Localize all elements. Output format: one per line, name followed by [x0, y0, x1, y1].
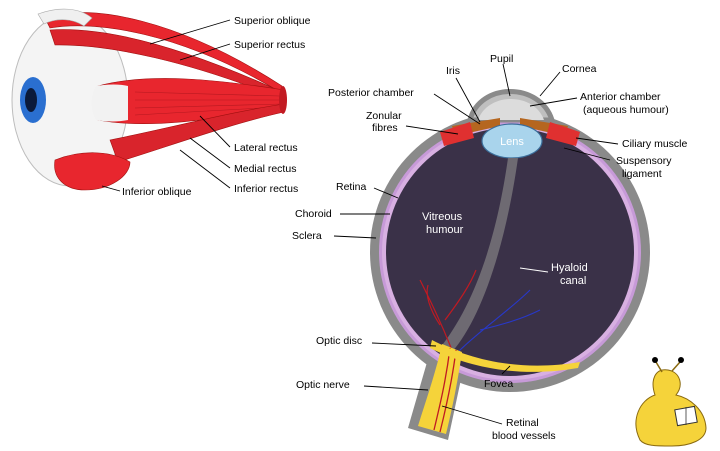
label-anterior-chamber-1: Anterior chamber — [580, 91, 661, 103]
label-suspensory-1: Suspensory — [616, 155, 672, 167]
label-retina: Retina — [336, 181, 367, 193]
label-retinal-2: blood vessels — [492, 430, 556, 442]
label-retinal-1: Retinal — [506, 417, 539, 429]
label-fovea: Fovea — [484, 378, 513, 390]
eye-cross-section: Lens Iris Pupil Cornea Posterior chambe — [292, 53, 688, 442]
mascot-eyestalk-right — [672, 362, 680, 371]
label-pupil: Pupil — [490, 53, 513, 65]
label-hyaloid-2: canal — [560, 275, 586, 287]
label-medial-rectus: Medial rectus — [234, 163, 296, 175]
eyeball-muscles-illustration: Superior oblique Superior rectus Lateral… — [12, 9, 311, 198]
label-lateral-rectus: Lateral rectus — [234, 142, 298, 154]
label-cornea: Cornea — [562, 63, 597, 75]
label-zonular-1: Zonular — [366, 110, 402, 122]
label-sclera: Sclera — [292, 230, 322, 242]
inferior-oblique-muscle — [55, 153, 130, 190]
label-anterior-chamber-2: (aqueous humour) — [583, 104, 669, 116]
mascot-body — [636, 370, 706, 446]
label-zonular-2: fibres — [372, 122, 398, 134]
label-hyaloid-1: Hyaloid — [551, 262, 588, 274]
label-choroid: Choroid — [295, 208, 332, 220]
label-inferior-rectus: Inferior rectus — [234, 183, 298, 195]
mascot-eye-right — [678, 357, 684, 363]
lateral-rectus-tendon — [92, 85, 129, 122]
label-ciliary-muscle: Ciliary muscle — [622, 138, 688, 150]
leader-optic-nerve — [364, 386, 428, 390]
label-vitreous-1: Vitreous — [422, 211, 463, 223]
reading-mascot-illustration — [636, 357, 706, 446]
label-iris: Iris — [446, 65, 460, 77]
leader-medial-rectus — [190, 138, 230, 168]
label-inferior-oblique: Inferior oblique — [122, 186, 192, 198]
label-optic-disc: Optic disc — [316, 335, 362, 347]
label-optic-nerve: Optic nerve — [296, 379, 350, 391]
leader-inferior-rectus — [180, 150, 230, 188]
annulus-of-zinn — [279, 86, 287, 114]
leader-sclera — [334, 236, 376, 238]
eye-pupil — [25, 88, 37, 112]
label-superior-oblique: Superior oblique — [234, 15, 311, 27]
label-superior-rectus: Superior rectus — [234, 39, 305, 51]
label-vitreous-2: humour — [426, 224, 464, 236]
label-suspensory-2: ligament — [622, 168, 662, 180]
label-posterior-chamber: Posterior chamber — [328, 87, 414, 99]
mascot-eyestalk-left — [656, 362, 662, 372]
label-lens: Lens — [500, 136, 524, 148]
leader-iris — [456, 78, 480, 122]
mascot-eye-left — [652, 357, 658, 363]
leader-inferior-oblique — [102, 186, 120, 191]
leader-cornea — [540, 72, 560, 96]
